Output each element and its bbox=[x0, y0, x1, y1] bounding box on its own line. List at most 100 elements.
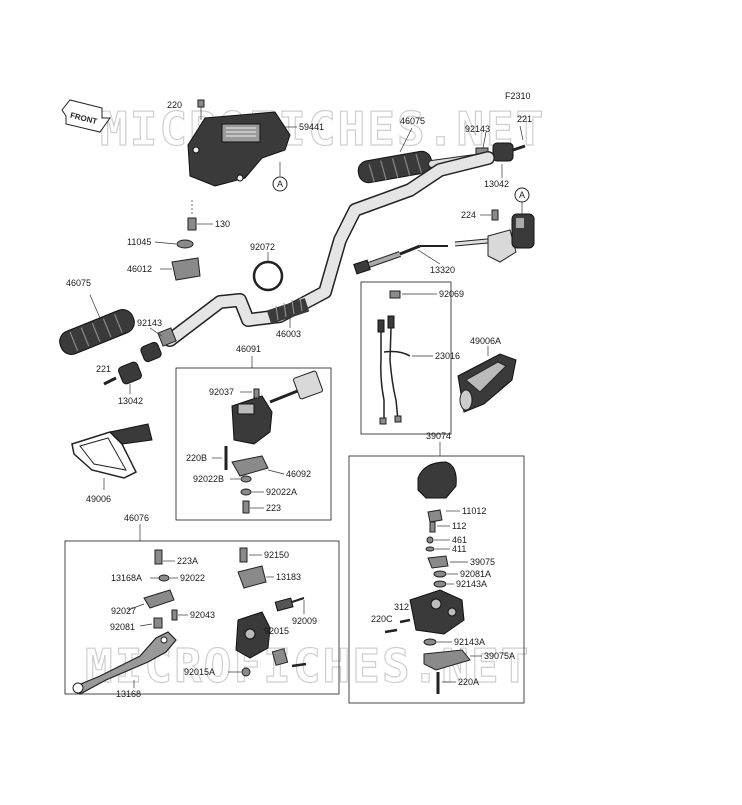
label-13168a: 13168A bbox=[111, 573, 142, 583]
label-92043: 92043 bbox=[190, 610, 215, 620]
bolt-130 bbox=[187, 217, 197, 231]
label-92022b: 92022B bbox=[193, 474, 224, 484]
bar-end-13042-top bbox=[492, 142, 514, 162]
label-92022a: 92022A bbox=[266, 487, 297, 497]
bar-end-13042-left bbox=[118, 361, 142, 385]
label-46075-top: 46075 bbox=[400, 116, 425, 126]
label-92072: 92072 bbox=[250, 242, 275, 252]
screw-220c bbox=[384, 628, 398, 634]
label-49006: 49006 bbox=[86, 494, 111, 504]
ref-marker-a-left bbox=[272, 176, 288, 192]
label-224: 224 bbox=[461, 210, 476, 220]
switch-assembly-box bbox=[348, 455, 525, 704]
bolt-221-top bbox=[512, 144, 526, 152]
bushing-92081 bbox=[153, 617, 163, 629]
label-92027: 92027 bbox=[111, 606, 136, 616]
brake-lever-13168 bbox=[72, 631, 177, 695]
label-13042-left: 13042 bbox=[118, 396, 143, 406]
bolt-part bbox=[291, 662, 307, 668]
switch-cover-39074 bbox=[417, 461, 457, 499]
hand-guard-49006a bbox=[457, 353, 517, 413]
label-46076: 46076 bbox=[124, 513, 149, 523]
watermark-top: MICROFICHES.NET bbox=[100, 102, 545, 156]
label-92037: 92037 bbox=[209, 387, 234, 397]
throttle-housing bbox=[454, 213, 535, 263]
label-223a: 223A bbox=[177, 556, 198, 566]
washer-11045 bbox=[176, 239, 194, 249]
label-92009: 92009 bbox=[292, 616, 317, 626]
label-46091: 46091 bbox=[236, 344, 261, 354]
label-220c: 220C bbox=[371, 614, 393, 624]
label-46003: 46003 bbox=[276, 329, 301, 339]
label-13042-top: 13042 bbox=[484, 179, 509, 189]
collar-part bbox=[271, 648, 289, 666]
figure-code: F2310 bbox=[505, 91, 531, 101]
label-59441: 59441 bbox=[299, 122, 324, 132]
band-92072 bbox=[252, 260, 284, 292]
label-13320: 13320 bbox=[430, 265, 455, 275]
plate-39075 bbox=[427, 555, 449, 569]
brake-lever-group-box bbox=[64, 540, 340, 695]
screw-224 bbox=[491, 209, 499, 221]
label-49006a: 49006A bbox=[470, 336, 501, 346]
handlebar-46003 bbox=[163, 151, 495, 347]
handlebar-cover-part bbox=[187, 111, 291, 187]
screw-220 bbox=[197, 99, 205, 108]
label-92150: 92150 bbox=[264, 550, 289, 560]
bolt-221-left bbox=[103, 376, 117, 386]
label-13183: 13183 bbox=[276, 572, 301, 582]
pin-312 bbox=[399, 618, 411, 624]
screw-112 bbox=[429, 521, 436, 533]
hand-guard-49006 bbox=[71, 423, 153, 479]
clamp-46092 bbox=[231, 455, 269, 477]
label-39075a: 39075A bbox=[484, 651, 515, 661]
label-130: 130 bbox=[215, 219, 230, 229]
screw-223 bbox=[242, 500, 250, 514]
collar-92143-left bbox=[157, 327, 177, 347]
label-92143a-2: 92143A bbox=[454, 637, 485, 647]
label-220b: 220B bbox=[186, 453, 207, 463]
label-46012: 46012 bbox=[127, 264, 152, 274]
label-92143-top: 92143 bbox=[465, 124, 490, 134]
grip-left-part bbox=[59, 309, 135, 355]
label-92143-left: 92143 bbox=[137, 318, 162, 328]
label-92081a: 92081A bbox=[460, 569, 491, 579]
label-92081: 92081 bbox=[110, 622, 135, 632]
label-112: 112 bbox=[452, 521, 466, 531]
switch-housing-46091 bbox=[231, 370, 323, 445]
label-461: 461 bbox=[452, 535, 467, 545]
front-arrow-icon: FRONT bbox=[61, 99, 111, 133]
label-46075-left: 46075 bbox=[66, 278, 91, 288]
pin-92043 bbox=[171, 609, 178, 621]
collar-92143a-2 bbox=[423, 638, 437, 646]
label-11012: 11012 bbox=[462, 506, 486, 516]
washer-92022a bbox=[240, 488, 252, 496]
throttle-cable-13320 bbox=[353, 244, 448, 275]
label-92022: 92022 bbox=[180, 573, 205, 583]
bolt-92150 bbox=[239, 547, 248, 563]
label-13168: 13168 bbox=[116, 689, 141, 699]
label-23016: 23016 bbox=[435, 351, 460, 361]
label-92015a: 92015A bbox=[184, 667, 215, 677]
washer-92022 bbox=[158, 574, 170, 582]
label-312: 312 bbox=[394, 602, 409, 612]
spacer-left bbox=[140, 341, 162, 363]
label-92015: 92015 bbox=[264, 626, 289, 636]
collar-92143a-1 bbox=[433, 580, 447, 588]
spring-411 bbox=[425, 546, 435, 552]
switch-group-box bbox=[175, 367, 332, 521]
wiring-group-box bbox=[360, 281, 452, 435]
label-92143a-1: 92143A bbox=[456, 579, 487, 589]
bracket-13183 bbox=[237, 565, 267, 589]
master-cylinder-clamp bbox=[235, 611, 271, 659]
label-39075: 39075 bbox=[470, 557, 495, 567]
label-220: 220 bbox=[167, 100, 182, 110]
label-223: 223 bbox=[266, 503, 281, 513]
clip-11012 bbox=[427, 509, 443, 523]
label-411: 411 bbox=[452, 544, 466, 554]
washer-92081a bbox=[433, 570, 447, 578]
label-221-left: 221 bbox=[96, 364, 111, 374]
clamp-46012 bbox=[171, 257, 201, 281]
